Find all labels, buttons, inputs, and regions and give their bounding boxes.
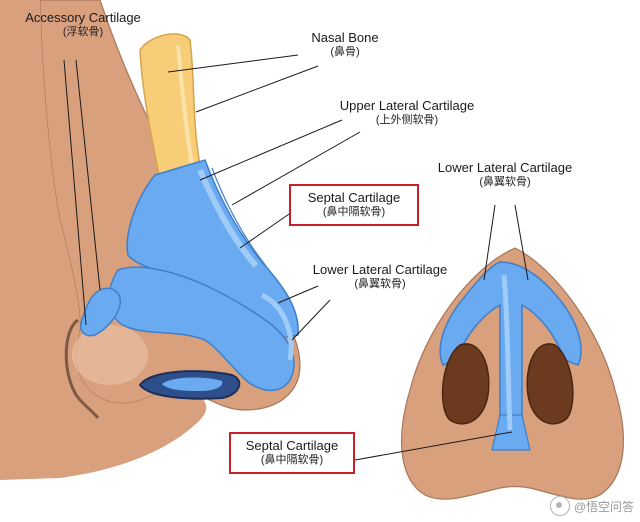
lower-lateral-ridge (260, 292, 294, 361)
leader-septal-bottom (354, 431, 513, 461)
label-septal-top-en: Septal Cartilage (307, 190, 401, 205)
label-septal-cartilage-top: Septal Cartilage (鼻中隔软骨) (289, 184, 419, 226)
septal-cartilage-strip-2 (211, 167, 267, 267)
base-cartilage-highlight (501, 274, 513, 431)
leader-upper-1 (199, 119, 343, 181)
leader-lower-side-2 (291, 299, 331, 341)
label-lower-base-en: Lower Lateral Cartilage (437, 160, 573, 175)
alar-highlight (72, 325, 148, 385)
label-lower-side-en: Lower Lateral Cartilage (312, 262, 448, 277)
label-nasal-zh: (鼻骨) (330, 46, 360, 59)
leader-septal-top (239, 211, 293, 249)
label-upper-en: Upper Lateral Cartilage (339, 98, 475, 113)
right-nostril (526, 343, 574, 425)
label-septal-cartilage-bottom: Septal Cartilage (鼻中隔软骨) (229, 432, 355, 474)
label-nasal-en: Nasal Bone (311, 30, 379, 45)
septal-cartilage-strip (197, 168, 259, 268)
lower-lateral-cartilage (108, 266, 295, 392)
label-accessory-en: Accessory Cartilage (25, 10, 141, 25)
leader-accessory-2 (75, 59, 101, 291)
watermark-logo-icon (549, 496, 570, 516)
leader-nasal-2 (195, 65, 319, 113)
label-lower-lateral-side: Lower Lateral Cartilage (鼻翼软骨) (300, 262, 460, 292)
left-nostril (441, 343, 490, 425)
label-nasal-bone: Nasal Bone (鼻骨) (290, 30, 400, 60)
label-upper-zh: (上外侧软骨) (375, 114, 439, 127)
label-lower-base-zh: (鼻翼软骨) (479, 176, 531, 189)
leader-lines (63, 54, 529, 461)
leader-lower-side-1 (277, 285, 319, 304)
label-septal-bottom-en: Septal Cartilage (245, 438, 339, 453)
label-accessory-zh: (浮软骨) (62, 26, 104, 39)
alar-crease (64, 318, 100, 419)
label-lower-lateral-base: Lower Lateral Cartilage (鼻翼软骨) (425, 160, 585, 190)
label-septal-bottom-zh: (鼻中隔软骨) (260, 454, 324, 467)
side-nostril-inner (162, 377, 223, 391)
side-face-skin (0, 0, 207, 480)
watermark-text: @悟空问答 (573, 499, 634, 514)
nasal-bone-ridge (176, 44, 194, 166)
label-accessory-cartilage: Accessory Cartilage (浮软骨) (8, 10, 158, 40)
leader-nasal-1 (167, 54, 299, 73)
leader-accessory-1 (63, 59, 87, 326)
label-lower-side-zh: (鼻翼软骨) (354, 278, 406, 291)
leader-lower-base-1 (483, 204, 496, 281)
leader-upper-2 (231, 131, 361, 206)
accessory-cartilage (80, 287, 121, 337)
watermark: @悟空问答 (549, 496, 634, 516)
leader-lower-base-2 (514, 204, 529, 281)
nasal-bone (139, 33, 201, 182)
label-upper-lateral-cartilage: Upper Lateral Cartilage (上外侧软骨) (322, 98, 492, 128)
label-septal-top-zh: (鼻中隔软骨) (322, 206, 386, 219)
